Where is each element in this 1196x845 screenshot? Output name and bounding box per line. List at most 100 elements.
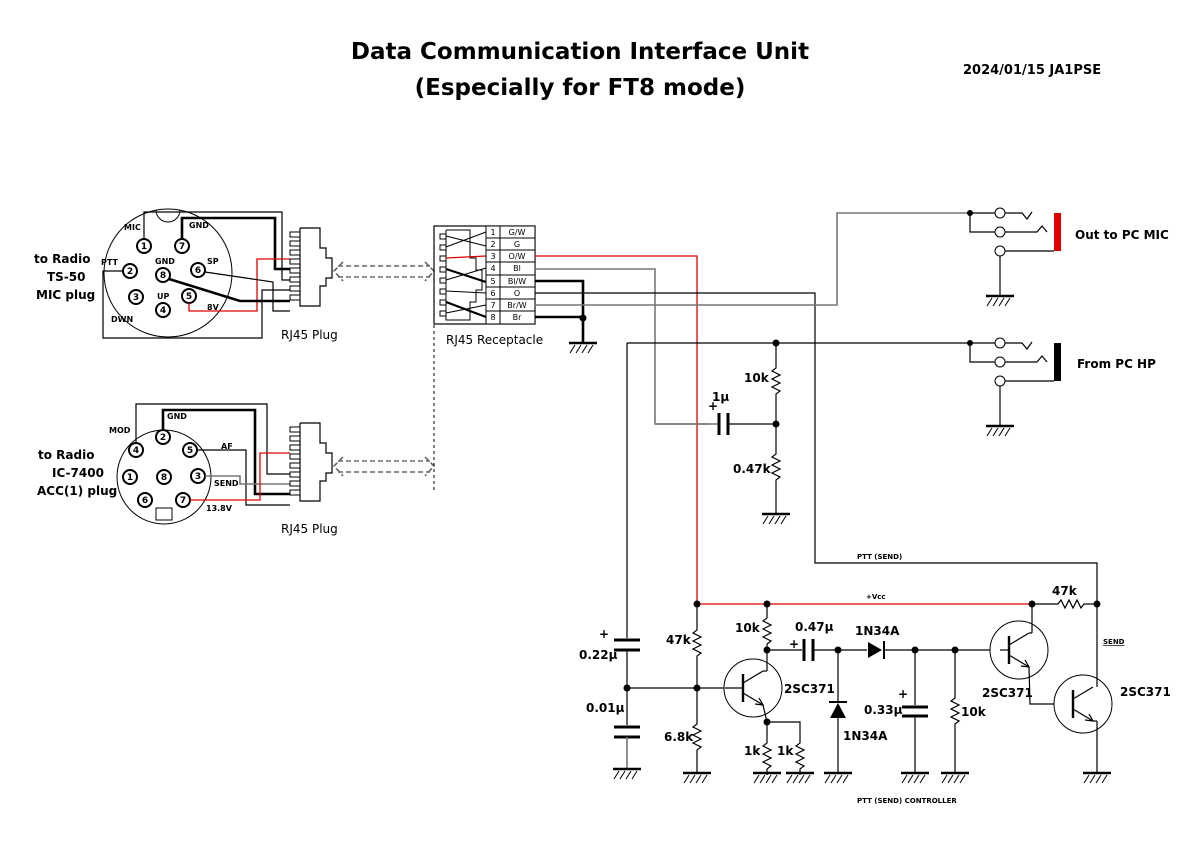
receptacle-wire-color: G/W xyxy=(509,228,526,237)
c047-plus: + xyxy=(789,637,799,651)
ts50-pin-6: 6 xyxy=(190,262,206,278)
svg-text:4: 4 xyxy=(160,306,166,316)
svg-text:8: 8 xyxy=(160,271,166,281)
ic7400-pin-4: 4 xyxy=(128,442,144,458)
resistor-10k-atten xyxy=(771,361,781,401)
send-label: SEND xyxy=(1103,638,1125,646)
ic7400-label-3: ACC(1) plug xyxy=(37,484,117,498)
wire-gnd-pin5 xyxy=(535,279,585,318)
r68k-label: 6.8k xyxy=(664,730,694,744)
ic7400-label-af: AF xyxy=(221,442,233,451)
receptacle-pin: 6 xyxy=(490,289,495,298)
wire-vcc-from-receptacle xyxy=(535,255,698,604)
c001-label: 0.01μ xyxy=(586,701,625,715)
ic7400-label-send: SEND xyxy=(214,479,239,488)
c047-label: 0.47μ xyxy=(795,620,834,634)
svg-text:8: 8 xyxy=(161,473,167,483)
ts50-pin-8: 8 xyxy=(155,267,171,283)
ic7400-label-1: to Radio xyxy=(38,448,94,462)
ic7400-label-2: IC-7400 xyxy=(52,466,104,480)
ts50-plug-label: RJ45 Plug xyxy=(281,328,338,342)
wire-ts50-ptt xyxy=(102,270,290,339)
receptacle-pin: 1 xyxy=(490,228,495,237)
wire-mod-to-attenuator xyxy=(535,268,710,425)
ic7400-connector: to Radio IC-7400 ACC(1) plug 4 2 5 1 8 3… xyxy=(37,403,338,536)
ic7400-pin-2: 2 xyxy=(155,429,171,445)
receptacle-wire-color: O/W xyxy=(509,252,526,261)
q2-label: 2SC371 xyxy=(982,686,1033,700)
ts50-label-ptt: PTT xyxy=(101,258,119,267)
ground-icon xyxy=(567,341,599,355)
r47k-pullup-label: 47k xyxy=(1052,584,1078,598)
d1-label: 1N34A xyxy=(855,624,900,638)
receptacle-row: 5 Bl/W xyxy=(490,277,526,286)
ts50-connector: to Radio TS-50 MIC plug 1 7 2 8 6 3 5 4 … xyxy=(34,208,338,342)
q3-label: 2SC371 xyxy=(1120,685,1171,699)
svg-text:2: 2 xyxy=(127,267,133,277)
wire-ts50-mic xyxy=(143,211,290,281)
atten-r-bottom-label: 0.47k xyxy=(733,462,772,476)
receptacle-pin: 3 xyxy=(490,252,495,261)
ic7400-pin-8: 8 xyxy=(156,469,172,485)
date-author: 2024/01/15 JA1PSE xyxy=(963,63,1101,78)
ic7400-key xyxy=(155,507,173,521)
receptacle-row: 3 O/W xyxy=(490,252,525,261)
svg-text:7: 7 xyxy=(179,242,185,252)
atten-r-top-label: 10k xyxy=(744,371,770,385)
wire-ts50-8v xyxy=(188,258,290,312)
receptacle-wire-color: Bl xyxy=(513,264,521,273)
ic7400-pin-3: 3 xyxy=(190,468,206,484)
resistor-68k xyxy=(692,717,702,757)
wire-ptt-send xyxy=(535,292,1098,604)
receptacle-wire-color: G xyxy=(514,240,520,249)
receptacle-row: 1 G/W xyxy=(490,228,525,237)
diode-d1 xyxy=(868,642,882,658)
ts50-label-dwn: DWN xyxy=(111,315,133,324)
controller-caption: PTT (SEND) CONTROLLER xyxy=(857,797,957,805)
ts50-label-gnd-center: GND xyxy=(155,257,175,266)
ts50-label-3: MIC plug xyxy=(36,288,95,302)
resistor-47k xyxy=(692,623,702,663)
resistor-10k-load xyxy=(950,691,960,731)
receptacle-wire-color: Bl/W xyxy=(508,277,526,286)
wire-ts50-gnd xyxy=(180,216,290,271)
r47k-label: 47k xyxy=(666,633,692,647)
ptt-controller: PTT (SEND) +Vcc 47k SEND + 0.22μ 0.01μ 4… xyxy=(579,343,1171,805)
r10k-collector-label: 10k xyxy=(735,621,761,635)
ts50-plug-body xyxy=(103,208,233,338)
r1k-b-label: 1k xyxy=(777,744,794,758)
attenuator: 10k + 1μ 0.47k xyxy=(655,339,792,526)
ic7400-label-138v: 13.8V xyxy=(206,504,233,513)
ts50-label-up: UP xyxy=(157,292,169,301)
ts50-label-2: TS-50 xyxy=(47,270,86,284)
atten-cap-label: 1μ xyxy=(712,390,729,404)
r1k-a-label: 1k xyxy=(744,744,761,758)
receptacle-label: RJ45 Receptacle xyxy=(446,333,543,347)
svg-text:3: 3 xyxy=(133,293,139,303)
ts50-pin-5: 5 xyxy=(181,288,197,304)
svg-text:7: 7 xyxy=(180,496,186,506)
receptacle-pin: 5 xyxy=(490,277,495,286)
ic7400-rj45-plug xyxy=(289,422,333,502)
svg-text:6: 6 xyxy=(142,496,148,506)
q1-label: 2SC371 xyxy=(784,682,835,696)
title-line-2: (Especially for FT8 mode) xyxy=(415,75,746,101)
ic7400-label-mod: MOD xyxy=(109,426,131,435)
ic7400-plug-label: RJ45 Plug xyxy=(281,522,338,536)
ts50-label-sp: SP xyxy=(207,257,219,266)
wire-ic7400-af xyxy=(197,449,290,506)
receptacle-pin: 8 xyxy=(490,313,495,322)
ts50-pin-1: 1 xyxy=(136,238,152,254)
jack-out-plug-tip xyxy=(1054,213,1061,251)
receptacle-wire-color: O xyxy=(514,289,520,298)
transistor-q3 xyxy=(1052,673,1114,735)
resistor-1k-b xyxy=(795,736,805,776)
ic7400-label-gnd: GND xyxy=(167,412,187,421)
svg-text:1: 1 xyxy=(141,242,147,252)
vcc-label: +Vcc xyxy=(866,593,886,601)
